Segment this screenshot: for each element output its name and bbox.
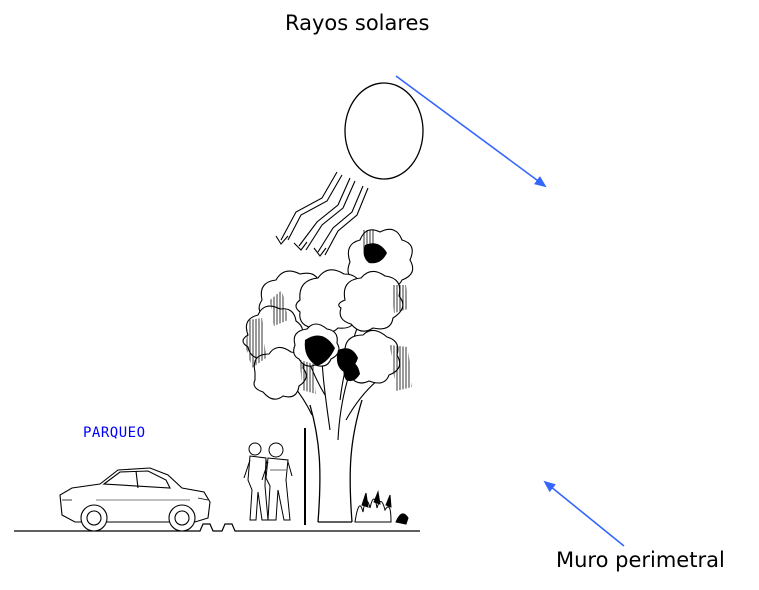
ground-line [14, 523, 420, 532]
sun [344, 82, 424, 180]
perimeter-wall-label: Muro perimetral [556, 548, 725, 572]
people [243, 442, 293, 521]
sun-rays-label: Rayos solares [285, 11, 430, 35]
parking-label: PARQUEO [83, 425, 146, 441]
sun-direction-arrow [395, 75, 547, 188]
sun-ray-arrows [275, 171, 369, 257]
car [59, 467, 211, 532]
shrub [354, 490, 409, 525]
wall-pointer-arrow [543, 480, 625, 547]
tree [242, 228, 414, 523]
